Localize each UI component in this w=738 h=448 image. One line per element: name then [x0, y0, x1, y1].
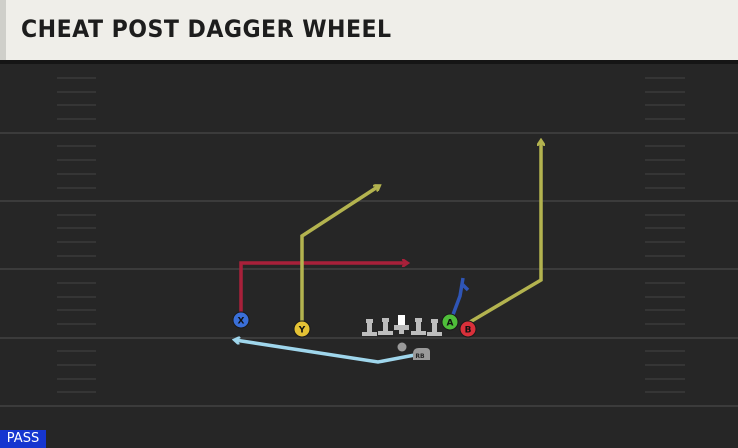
hash-marks — [57, 77, 685, 393]
offensive-line — [362, 315, 442, 336]
rb-label: RB — [415, 353, 425, 360]
player-a-label: A — [447, 319, 454, 329]
title-divider — [0, 60, 738, 64]
center — [394, 315, 409, 334]
route-rb-lightblue — [235, 340, 421, 364]
lineman — [378, 318, 393, 335]
player-b[interactable]: B — [459, 320, 477, 338]
play-type-badge: PASS — [0, 430, 46, 448]
title-bar: CHEAT POST DAGGER WHEEL — [0, 0, 738, 60]
route-x-red — [239, 263, 407, 316]
player-b-label: B — [465, 326, 472, 336]
player-y[interactable]: Y — [293, 320, 311, 338]
route-y-yellow — [300, 186, 379, 324]
player-x-label: X — [238, 317, 245, 327]
player-rb[interactable]: RB — [413, 348, 430, 360]
play-title: CHEAT POST DAGGER WHEEL — [21, 15, 392, 43]
play-field — [0, 64, 738, 448]
quarterback-marker — [397, 342, 407, 352]
player-x[interactable]: X — [232, 311, 250, 329]
route-b-yellow — [469, 141, 541, 324]
lineman — [362, 319, 377, 336]
title-bar-edge — [0, 0, 6, 60]
player-a[interactable]: A — [441, 313, 459, 331]
route-a-blue — [449, 277, 470, 321]
yard-lines — [0, 132, 738, 407]
player-y-label: Y — [298, 326, 306, 336]
lineman — [427, 319, 442, 336]
lineman — [411, 318, 426, 335]
